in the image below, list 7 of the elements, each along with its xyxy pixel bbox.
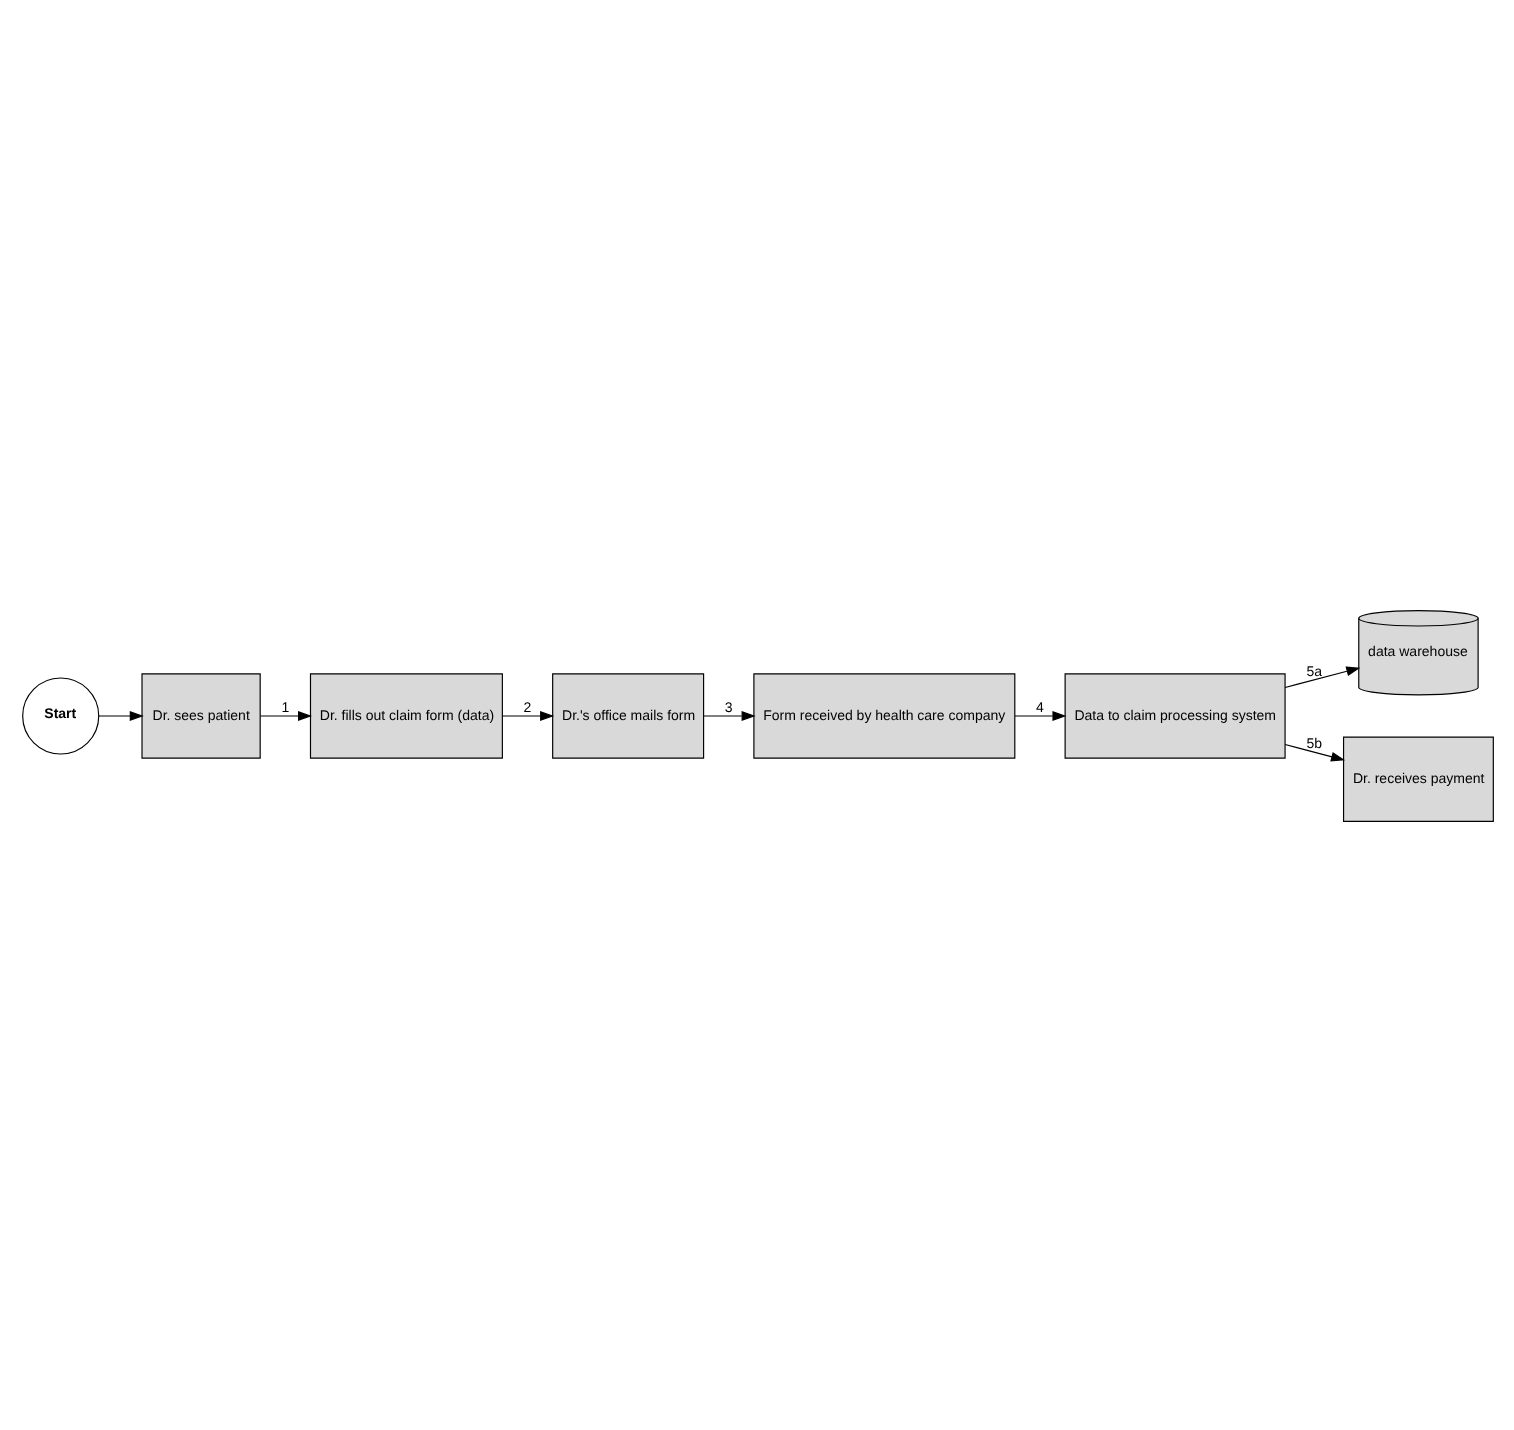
- arrow: [702, 710, 755, 720]
- arrow: [1013, 710, 1066, 720]
- arrow: [258, 710, 312, 720]
- arrow: [1283, 742, 1345, 761]
- arrow: [97, 710, 143, 720]
- arrow: [500, 710, 554, 720]
- arrow: [1283, 665, 1360, 688]
